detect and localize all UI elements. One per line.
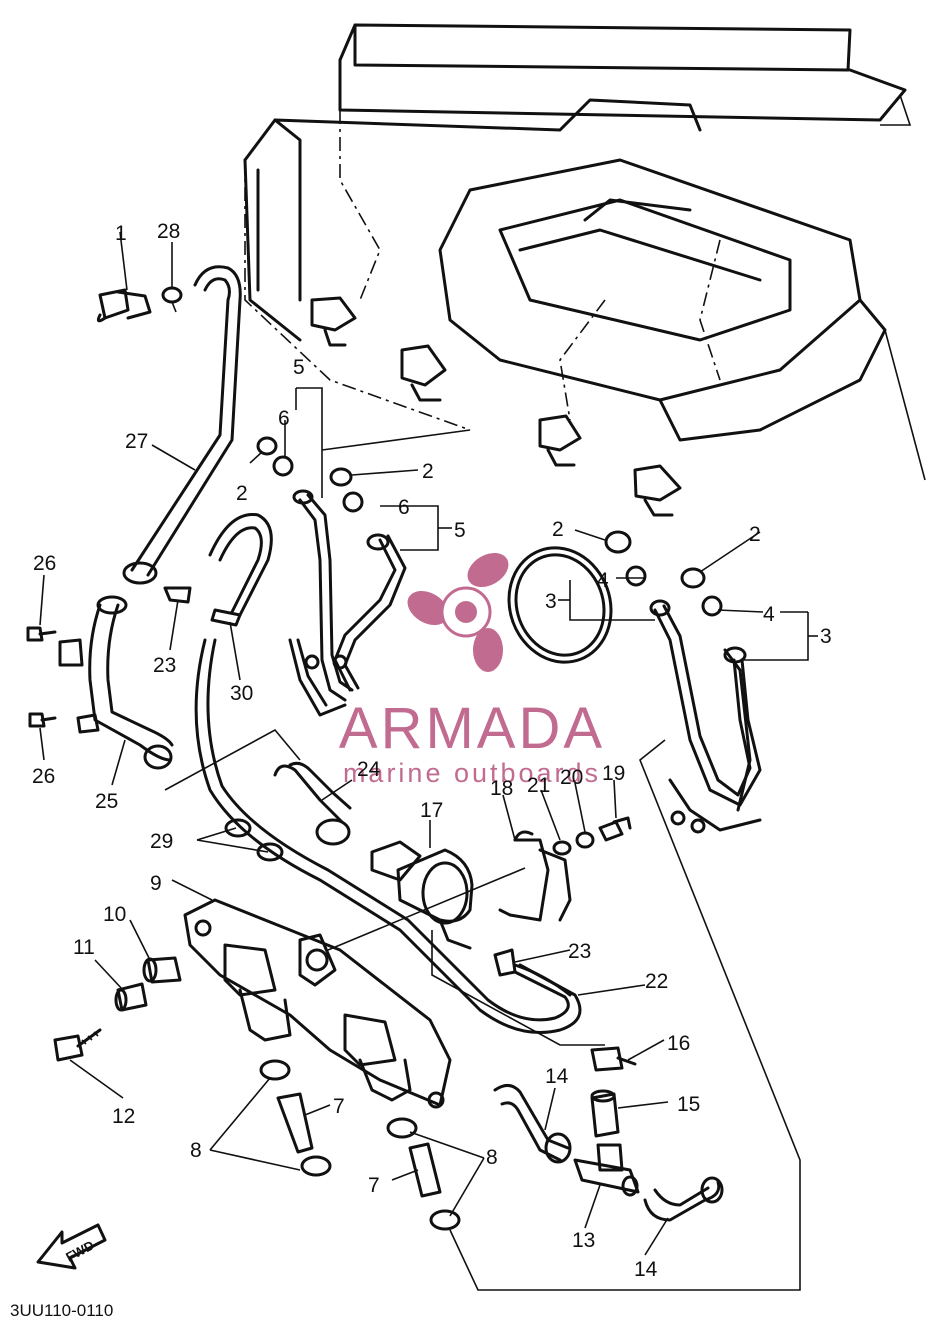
- bolt-26: [26, 626, 57, 728]
- hose-30: [208, 513, 273, 627]
- callout-29: 29: [150, 830, 173, 853]
- callout-6-a: 6: [278, 407, 290, 430]
- screw-19: [598, 816, 632, 842]
- callout-9: 9: [150, 872, 162, 895]
- washer-21: [552, 840, 572, 856]
- callout-5-a: 5: [293, 356, 305, 379]
- hose-14-upper: [493, 1084, 572, 1164]
- callout-8-a: 8: [190, 1139, 202, 1162]
- callout-26-b: 26: [32, 765, 55, 788]
- valve-17: [370, 840, 474, 950]
- plate-9: [183, 898, 452, 1109]
- callout-1: 1: [115, 222, 127, 245]
- callout-19: 19: [602, 762, 625, 785]
- clip-23-top: [163, 586, 192, 604]
- callout-30: 30: [230, 682, 253, 705]
- callout-3-a: 3: [545, 590, 557, 613]
- bolt-12: [53, 1028, 102, 1062]
- callout-20: 20: [560, 766, 583, 789]
- callout-10: 10: [103, 903, 126, 926]
- carburetor-boots: [310, 296, 682, 517]
- clamp-8: [259, 1059, 461, 1231]
- brand-tagline: marine outboards: [343, 758, 601, 788]
- callout-15: 15: [677, 1093, 700, 1116]
- hose-15: [590, 1089, 620, 1138]
- hose-25: [58, 595, 174, 770]
- tee-13: [573, 1143, 640, 1197]
- gasket-ring: [507, 546, 613, 664]
- air-box-housing: [243, 23, 926, 481]
- callout-2-a: 2: [236, 482, 248, 505]
- fwd-arrow-icon: FWD: [36, 1223, 107, 1270]
- callouts: 1 28 27 5 6 2 2 6 5 2 2 4 3 4 3 26 23 30…: [32, 220, 832, 1281]
- callout-17: 17: [420, 799, 443, 822]
- callout-23-a: 23: [153, 654, 176, 677]
- brand-name: ARMADA: [339, 696, 605, 761]
- washer-20: [575, 831, 595, 849]
- collar-11: [114, 982, 148, 1012]
- callout-25: 25: [95, 790, 118, 813]
- callout-14-b: 14: [634, 1258, 658, 1281]
- hose-22: [513, 963, 572, 997]
- callout-16: 16: [667, 1032, 690, 1055]
- callout-3-b: 3: [820, 625, 832, 648]
- callout-2-b: 2: [422, 460, 434, 483]
- armada-logo: ARMADA marine outboards: [339, 552, 605, 788]
- callout-7-a: 7: [333, 1095, 345, 1118]
- callout-13: 13: [572, 1229, 595, 1252]
- clamp-6: [272, 455, 364, 513]
- callout-27: 27: [125, 430, 148, 453]
- callout-4-a: 4: [597, 569, 609, 592]
- bracket-18: [498, 830, 572, 922]
- callout-18: 18: [490, 777, 513, 800]
- connector-16: [590, 1046, 637, 1072]
- hose-24: [273, 761, 352, 846]
- callout-22: 22: [645, 970, 668, 993]
- diagram-code: 3UU110-0110: [10, 1301, 113, 1320]
- clamp-4: [625, 565, 723, 617]
- callout-8-b: 8: [486, 1146, 498, 1169]
- leader-lines: [39, 231, 818, 1291]
- pipe-assembly-5: [288, 489, 407, 717]
- grommet-10: [142, 956, 182, 984]
- callout-2-c: 2: [552, 518, 564, 541]
- cap-2: [256, 436, 706, 589]
- hose-clamp-28: [161, 286, 183, 313]
- callout-4-b: 4: [763, 603, 775, 626]
- hose-7: [276, 1092, 442, 1198]
- callout-28: 28: [157, 220, 180, 243]
- pipe-assembly-3: [649, 599, 762, 834]
- callout-21: 21: [527, 774, 550, 797]
- callout-2-d: 2: [749, 523, 761, 546]
- hose-14-lower: [643, 1176, 724, 1222]
- breather-hose-27: [122, 265, 242, 585]
- elbow-fitting: [96, 288, 152, 323]
- callout-14-a: 14: [545, 1065, 569, 1088]
- clip-23-bottom: [493, 948, 517, 977]
- callout-5-b: 5: [454, 519, 466, 542]
- callout-24: 24: [357, 758, 381, 781]
- callout-23-b: 23: [568, 940, 591, 963]
- callout-12: 12: [112, 1105, 135, 1128]
- hose-29: [194, 638, 582, 1034]
- callout-26-a: 26: [33, 552, 56, 575]
- callout-6-b: 6: [398, 496, 410, 519]
- callout-11: 11: [73, 936, 95, 959]
- callout-7-b: 7: [368, 1174, 380, 1197]
